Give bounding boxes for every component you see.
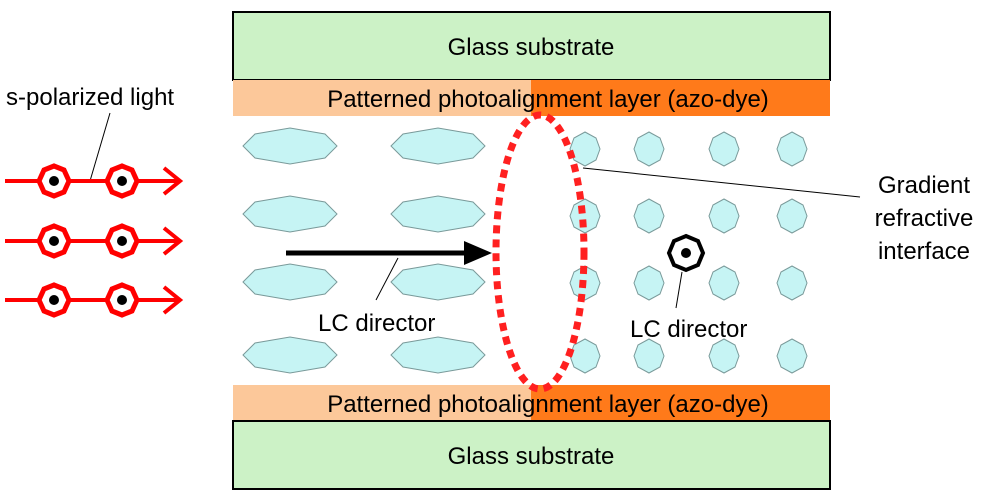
lc-molecule-horizontal: [390, 195, 486, 233]
lc-director-out-of-plane-icon: [666, 233, 706, 273]
gradient-label-3: interface: [878, 238, 970, 265]
gradient-label-2: refractive: [875, 205, 974, 232]
lc-molecule-vertical: [708, 131, 740, 167]
lc-molecule-vertical: [708, 198, 740, 234]
lc-molecules-horizontal: [242, 127, 486, 374]
lc-director-left-leader: [375, 257, 399, 301]
lc-molecule-horizontal: [242, 263, 338, 301]
lc-molecule-horizontal: [390, 336, 486, 374]
lc-molecule-horizontal: [390, 263, 486, 301]
lc-molecule-vertical: [633, 131, 665, 167]
gradient-interface-leader: [582, 167, 861, 198]
lc-director-left-label: LC director: [318, 310, 435, 337]
lc-molecule-vertical: [776, 198, 808, 234]
lc-molecule-horizontal: [242, 336, 338, 374]
glass-substrate-top: [232, 11, 831, 81]
alignment-layer-top-label: Patterned photoalignment layer (azo-dye): [327, 86, 769, 113]
lc-molecule-vertical: [633, 265, 665, 301]
alignment-layer-bottom-light: [233, 385, 531, 421]
lc-molecule-vertical: [569, 198, 601, 234]
lc-molecule-horizontal: [390, 127, 486, 165]
lc-molecule-vertical: [633, 338, 665, 374]
lc-director-right-label: LC director: [630, 316, 747, 343]
lc-molecule-vertical: [776, 338, 808, 374]
lc-molecule-vertical: [569, 131, 601, 167]
lc-molecule-vertical: [708, 265, 740, 301]
lc-director-right-leader: [675, 271, 683, 309]
light-ray: [5, 163, 184, 199]
lc-molecule-vertical: [708, 338, 740, 374]
glass-substrate-bottom: [232, 420, 831, 490]
lc-molecules-vertical: [569, 131, 808, 374]
lc-molecule-horizontal: [242, 195, 338, 233]
glass-substrate-top-label: Glass substrate: [448, 34, 615, 61]
lc-molecule-vertical: [569, 338, 601, 374]
alignment-layer-top-dark: [531, 80, 830, 116]
s-polarized-light-leader: [89, 112, 111, 182]
s-polarized-light-label: s-polarized light: [6, 84, 174, 111]
light-ray: [5, 282, 184, 318]
alignment-layer-bottom-dark: [531, 385, 830, 421]
alignment-layer-bottom-label: Patterned photoalignment layer (azo-dye): [327, 391, 769, 418]
alignment-layer-top-light: [233, 80, 531, 116]
lc-director-arrow-left-head: [464, 241, 492, 265]
lc-molecule-vertical: [776, 265, 808, 301]
lc-molecule-vertical: [633, 198, 665, 234]
lc-molecule-vertical: [776, 131, 808, 167]
gradient-label-1: Gradient: [878, 172, 970, 199]
light-ray: [5, 223, 184, 259]
glass-substrate-bottom-label: Glass substrate: [448, 443, 615, 470]
gradient-interface-ellipse: [492, 111, 588, 393]
lc-molecule-horizontal: [242, 127, 338, 165]
